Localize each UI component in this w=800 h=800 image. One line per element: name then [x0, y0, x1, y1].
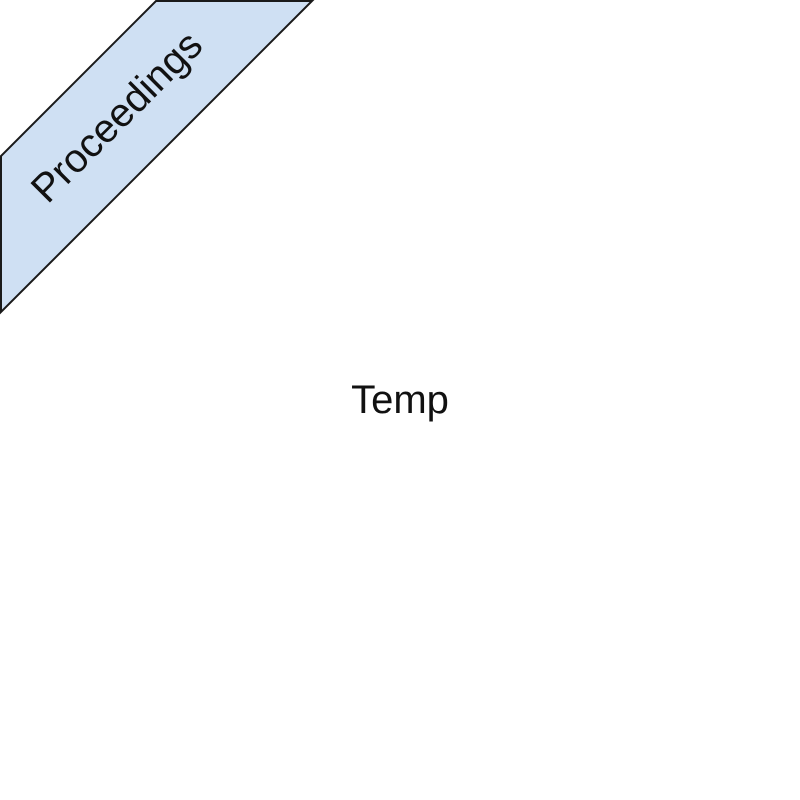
- ribbon-band: [0, 0, 315, 315]
- center-label: Temp: [351, 378, 449, 422]
